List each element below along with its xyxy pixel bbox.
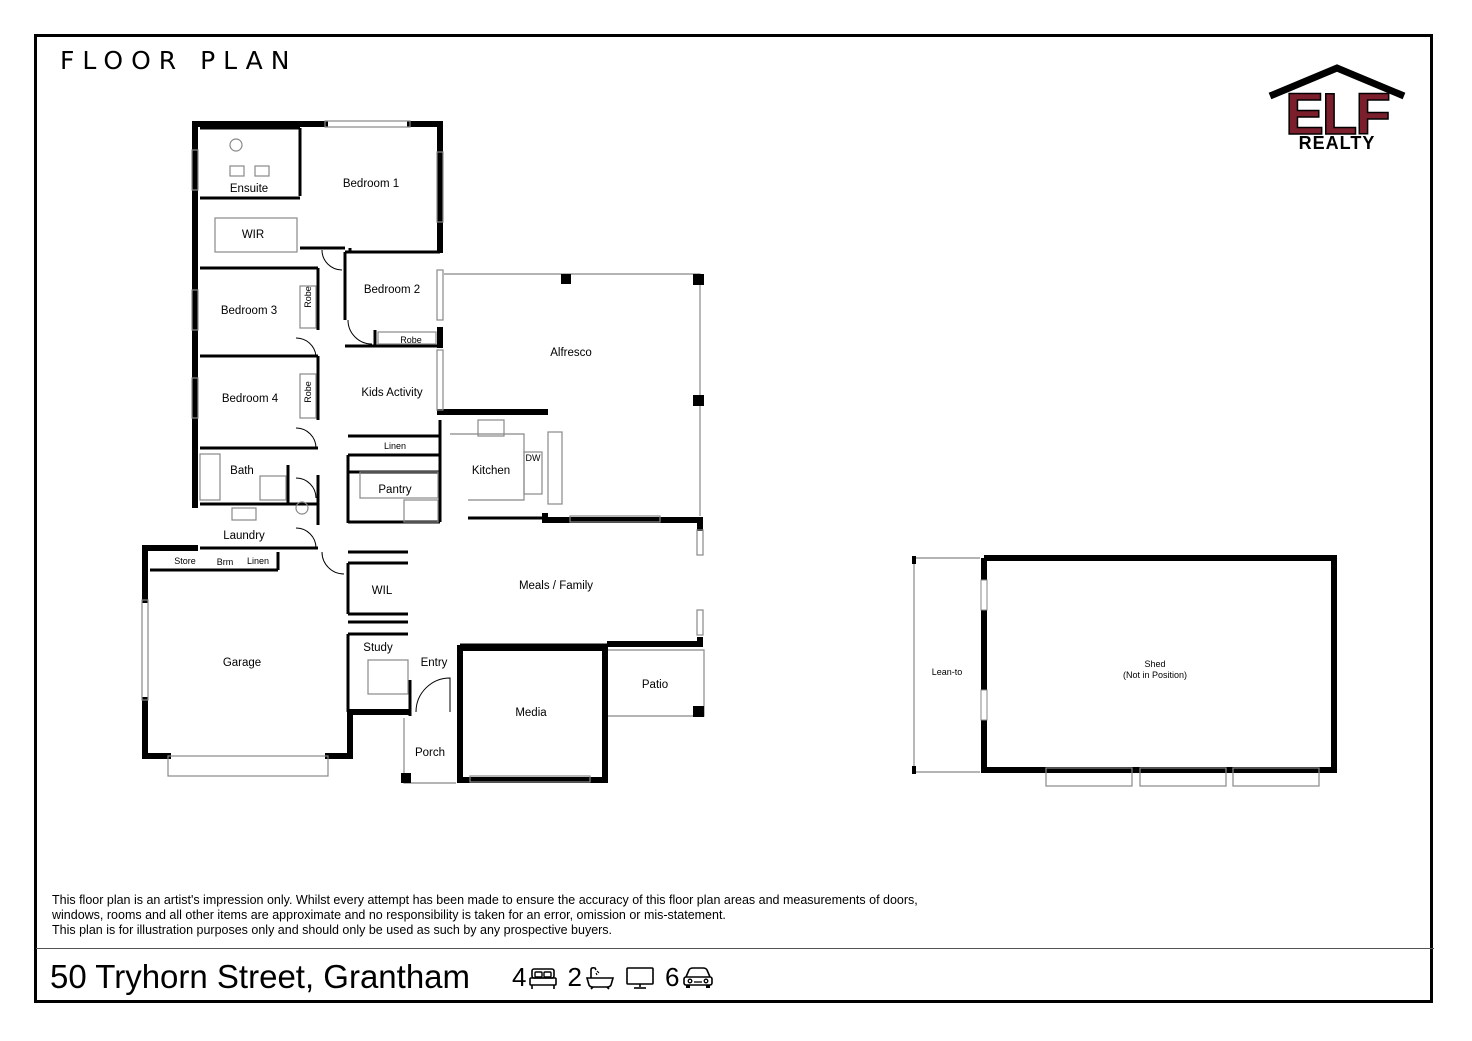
elf-realty-logo: ELF REALTY (1268, 64, 1406, 153)
bathroom-count: 2 (567, 962, 582, 992)
thin-outlines (141, 120, 705, 784)
page-title: FLOOR PLAN (60, 46, 298, 75)
room-label-kitchen: Kitchen (472, 465, 510, 477)
room-label-bedroom-2: Bedroom 2 (364, 284, 420, 296)
room-label-bedroom-4: Bedroom 4 (222, 393, 279, 405)
room-labels: Ensuite Bedroom 1 WIR Bedroom 2 Bedroom … (174, 178, 1187, 759)
room-label-alfresco: Alfresco (550, 347, 592, 359)
room-label-bedroom-3: Bedroom 3 (221, 305, 277, 317)
inner-walls (150, 126, 700, 716)
pillars (401, 274, 704, 783)
room-label-pantry: Pantry (378, 484, 411, 496)
tv-icon (626, 966, 654, 989)
bedroom-count: 4 (512, 962, 527, 992)
room-label-media: Media (515, 707, 547, 719)
room-label-store: Store (174, 556, 196, 566)
room-label-laundry: Laundry (223, 530, 265, 542)
disclaimer-line: windows, rooms and all other items are a… (52, 908, 726, 922)
bath-icon (585, 966, 614, 990)
logo-top-text: ELF (1285, 82, 1389, 147)
room-label-garage: Garage (223, 657, 261, 669)
bed-icon (529, 967, 558, 989)
room-label-linen-garage: Linen (247, 556, 269, 566)
room-label-wil: WIL (372, 585, 393, 597)
room-label-shed: Shed (1144, 659, 1165, 669)
room-label-robe-bedroom-2: Robe (400, 335, 422, 345)
outer-walls (142, 121, 703, 783)
room-label-robe-bedroom-3: Robe (303, 286, 313, 308)
room-label-wir: WIR (242, 229, 264, 241)
shed-drawing (912, 555, 1337, 787)
room-label-patio: Patio (642, 679, 668, 691)
disclaimer-line: This floor plan is an artist's impressio… (52, 893, 918, 907)
room-label-porch: Porch (415, 747, 445, 759)
page-frame (34, 34, 1433, 1003)
room-label-dw: DW (526, 453, 541, 463)
room-label-meals-family: Meals / Family (519, 580, 593, 592)
room-label-linen-hall: Linen (384, 441, 406, 451)
car-space-count: 6 (664, 962, 680, 992)
room-label-ensuite: Ensuite (230, 183, 268, 195)
property-address: 50 Tryhorn Street, Grantham (50, 958, 471, 995)
door-swings (295, 249, 451, 713)
logo-bottom-text: REALTY (1299, 133, 1376, 153)
car-icon (683, 966, 714, 988)
room-label-bath: Bath (230, 465, 254, 477)
disclaimer-line: This plan is for illustration purposes o… (52, 923, 613, 937)
room-label-kids-activity: Kids Activity (361, 387, 423, 399)
footer-divider (36, 948, 1434, 949)
property-features: 4 2 6 (512, 962, 724, 993)
room-label-entry: Entry (421, 657, 448, 669)
room-label-brm: Brm (217, 557, 234, 567)
room-label-bedroom-1: Bedroom 1 (343, 178, 399, 190)
disclaimer-text: This floor plan is an artist's impressio… (52, 893, 952, 938)
room-label-robe-bedroom-4: Robe (303, 381, 313, 403)
room-label-study: Study (363, 642, 393, 654)
room-label-shed-note: (Not in Position) (1123, 670, 1187, 680)
room-label-lean-to: Lean-to (932, 667, 963, 677)
